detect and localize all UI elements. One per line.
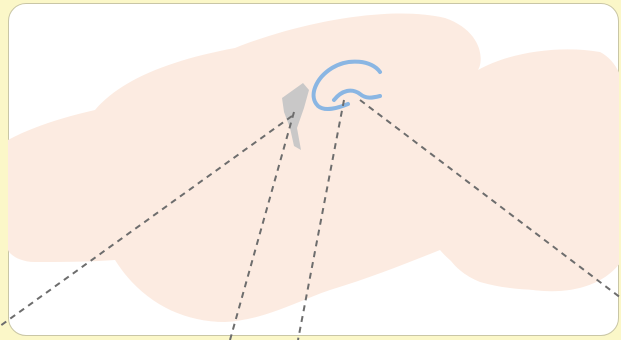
brain-diagram [0, 0, 621, 340]
figure-background [0, 0, 621, 340]
